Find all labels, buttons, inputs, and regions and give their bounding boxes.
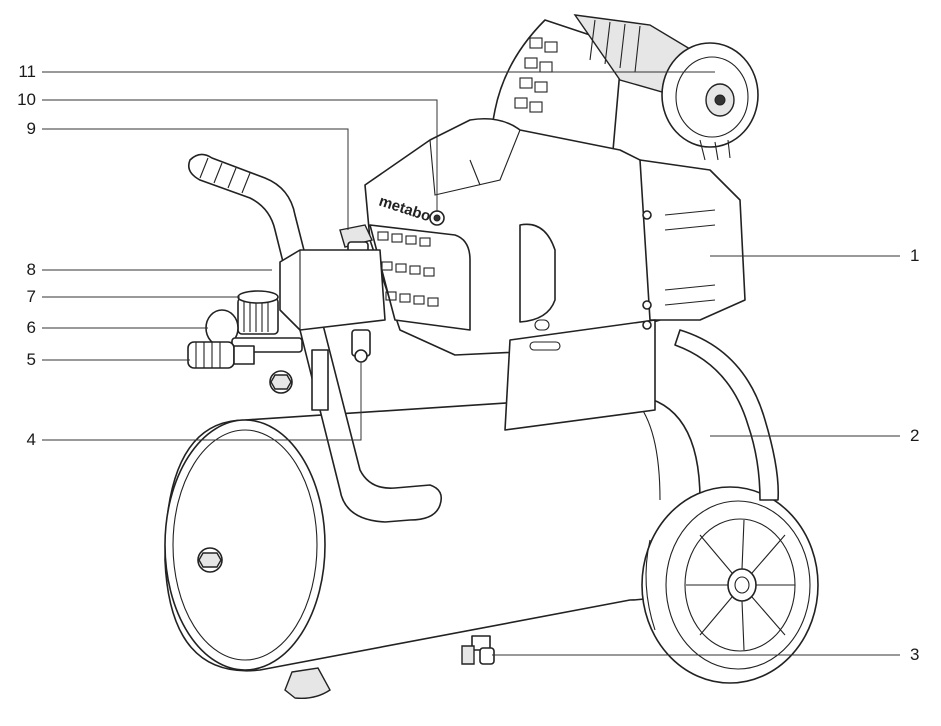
drain-valve — [461, 635, 495, 665]
callout-5: 5 — [26, 350, 36, 369]
leader-lines — [42, 71, 900, 656]
tank-end-nut — [197, 547, 223, 573]
callout-11: 11 — [18, 62, 36, 81]
air-tank — [164, 394, 701, 672]
leader-9 — [42, 128, 349, 230]
quick-coupling — [187, 341, 255, 369]
wheel — [641, 486, 819, 684]
callout-10: 10 — [17, 90, 36, 109]
pressure-switch-knob — [429, 210, 445, 226]
leader-4 — [42, 362, 362, 441]
callout-4: 4 — [26, 430, 36, 449]
callout-9: 9 — [26, 119, 36, 138]
tank-fitting — [269, 370, 293, 394]
callout-3: 3 — [910, 645, 920, 664]
callout-1: 1 — [910, 246, 920, 265]
motor-housing — [364, 19, 746, 431]
tank-foot — [284, 667, 331, 700]
rear-frame — [674, 329, 780, 501]
handle-bar — [187, 153, 443, 523]
cylinder-head — [573, 14, 759, 161]
callout-6: 6 — [26, 318, 36, 337]
callout-7: 7 — [26, 287, 36, 306]
callout-8: 8 — [26, 260, 36, 279]
leader-10 — [42, 99, 438, 212]
callout-2: 2 — [910, 426, 920, 445]
regulator-assembly — [187, 224, 386, 411]
